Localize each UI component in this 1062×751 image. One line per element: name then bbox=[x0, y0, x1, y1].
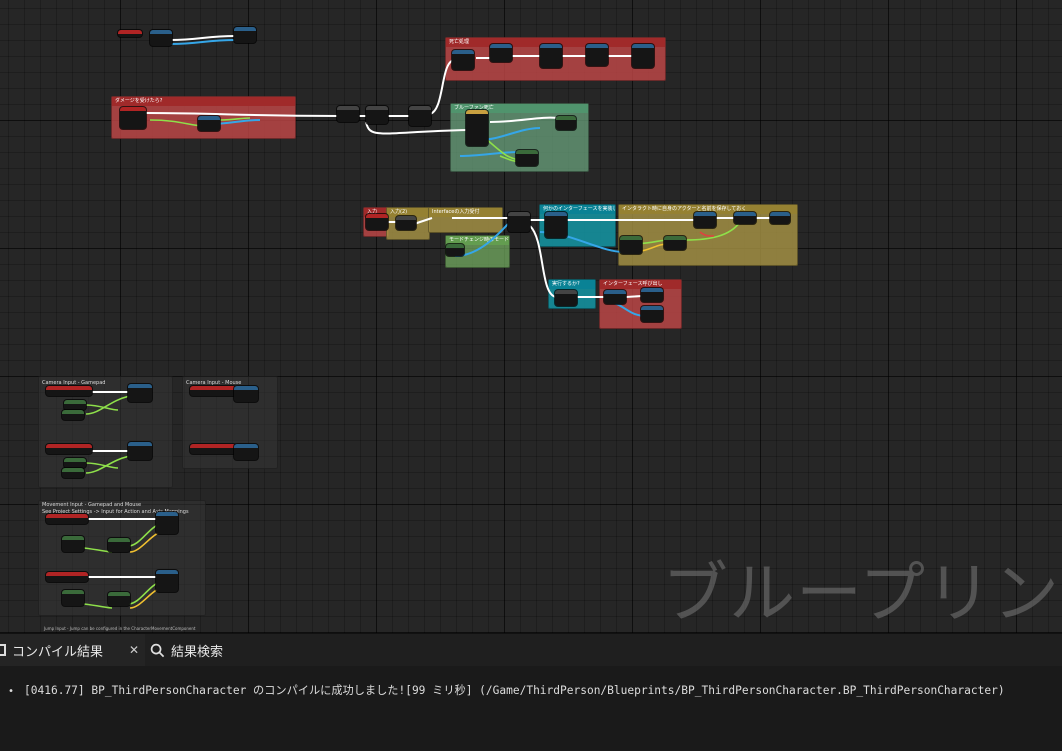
comment-title: 何かのインターフェースを実装しているか? bbox=[540, 205, 615, 214]
comment-jump-input: Jump Input - Jump can be configured in t… bbox=[44, 626, 196, 631]
event-node[interactable] bbox=[118, 30, 142, 37]
function-node[interactable] bbox=[734, 212, 756, 224]
function-node[interactable] bbox=[641, 288, 663, 302]
tab-label: コンパイル結果 bbox=[12, 644, 104, 660]
function-node[interactable] bbox=[62, 536, 84, 552]
comment-title: 死亡処理 bbox=[446, 38, 665, 47]
function-node[interactable] bbox=[128, 384, 152, 402]
log-text: [0416.77] BP_ThirdPersonCharacter のコンパイル… bbox=[24, 684, 1005, 697]
function-node[interactable] bbox=[198, 116, 220, 131]
function-node[interactable] bbox=[641, 306, 663, 322]
event-node[interactable] bbox=[46, 514, 88, 524]
function-node[interactable] bbox=[586, 44, 608, 66]
function-node[interactable] bbox=[452, 50, 474, 70]
function-node[interactable] bbox=[555, 290, 577, 306]
function-node[interactable] bbox=[632, 44, 654, 68]
function-node[interactable] bbox=[620, 236, 642, 254]
function-node[interactable] bbox=[337, 106, 359, 122]
log-entry: • [0416.77] BP_ThirdPersonCharacter のコンパイ… bbox=[8, 682, 1005, 698]
event-node[interactable] bbox=[190, 444, 236, 454]
function-node[interactable] bbox=[466, 110, 488, 146]
function-node[interactable] bbox=[62, 410, 84, 420]
function-node[interactable] bbox=[64, 458, 86, 468]
tab-label: 結果検索 bbox=[171, 644, 224, 660]
event-node[interactable] bbox=[190, 386, 236, 396]
bottom-panel-tabbar: コンパイル結果 ✕ 結果検索 bbox=[0, 633, 1062, 666]
event-node[interactable] bbox=[120, 107, 146, 129]
comment-title: Movement Input - Gamepad and Mouse bbox=[42, 502, 142, 508]
function-node[interactable] bbox=[508, 212, 530, 232]
comment-title: 実行するか? bbox=[549, 280, 595, 289]
comment-title: 入力 bbox=[364, 208, 388, 217]
comment-title: Interfaceの入力受付 bbox=[429, 208, 502, 217]
event-node[interactable] bbox=[46, 386, 92, 396]
function-node[interactable] bbox=[664, 236, 686, 250]
close-icon[interactable]: ✕ bbox=[129, 643, 140, 657]
function-node[interactable] bbox=[128, 442, 152, 460]
comment-title: 入力(2) bbox=[387, 208, 429, 217]
event-node[interactable] bbox=[46, 444, 92, 454]
comment-subtitle: See Project Settings -> Input for Action… bbox=[42, 509, 189, 515]
tab-find-results[interactable]: 結果検索 bbox=[150, 634, 290, 666]
comment-interface-input[interactable]: Interfaceの入力受付 bbox=[428, 207, 503, 233]
function-node[interactable] bbox=[446, 244, 464, 256]
event-node[interactable] bbox=[366, 214, 388, 230]
function-node[interactable] bbox=[234, 27, 256, 43]
comment-interface-call[interactable]: インターフェース呼び出し bbox=[599, 279, 682, 329]
compile-output-log[interactable]: • [0416.77] BP_ThirdPersonCharacter のコンパイ… bbox=[0, 666, 1062, 751]
function-node[interactable] bbox=[540, 44, 562, 68]
function-node[interactable] bbox=[396, 216, 416, 230]
blueprint-watermark: ブループリント bbox=[662, 555, 1062, 632]
function-node[interactable] bbox=[234, 444, 258, 460]
object-wires bbox=[169, 39, 647, 317]
function-node[interactable] bbox=[234, 386, 258, 402]
function-node[interactable] bbox=[150, 30, 172, 46]
tab-compile-results[interactable]: コンパイル結果 ✕ bbox=[0, 634, 145, 666]
function-node[interactable] bbox=[490, 44, 512, 62]
comment-title: インターフェース呼び出し bbox=[600, 280, 681, 289]
search-icon bbox=[150, 643, 165, 657]
function-node[interactable] bbox=[108, 538, 130, 552]
function-node[interactable] bbox=[770, 212, 790, 224]
function-node[interactable] bbox=[156, 512, 178, 534]
function-node[interactable] bbox=[604, 290, 626, 304]
function-node[interactable] bbox=[516, 150, 538, 166]
function-node[interactable] bbox=[694, 212, 716, 228]
function-node[interactable] bbox=[62, 468, 84, 478]
function-node[interactable] bbox=[108, 592, 130, 606]
function-node[interactable] bbox=[366, 106, 388, 124]
comment-title: Camera Input - Gamepad bbox=[42, 380, 106, 386]
comment-title: Camera Input - Mouse bbox=[186, 380, 242, 386]
function-node[interactable] bbox=[556, 116, 576, 130]
comment-title: インタラクト時に自身のアクターと名前を保存しておく bbox=[619, 205, 797, 214]
function-node[interactable] bbox=[409, 106, 431, 126]
function-node[interactable] bbox=[156, 570, 178, 592]
comment-title: ダメージを受けたら? bbox=[112, 97, 295, 106]
blueprint-graph-canvas[interactable]: 死亡処理 ダメージを受けたら? ブルーファン死亡 入力 入力(2) Interf… bbox=[0, 0, 1062, 633]
comment-title: ブルーファン死亡 bbox=[451, 104, 588, 113]
function-node[interactable] bbox=[62, 590, 84, 606]
bullet-icon: • bbox=[8, 686, 15, 697]
grid-icon bbox=[0, 644, 6, 656]
function-node[interactable] bbox=[545, 212, 567, 238]
event-node[interactable] bbox=[46, 572, 88, 582]
function-node[interactable] bbox=[64, 400, 86, 410]
